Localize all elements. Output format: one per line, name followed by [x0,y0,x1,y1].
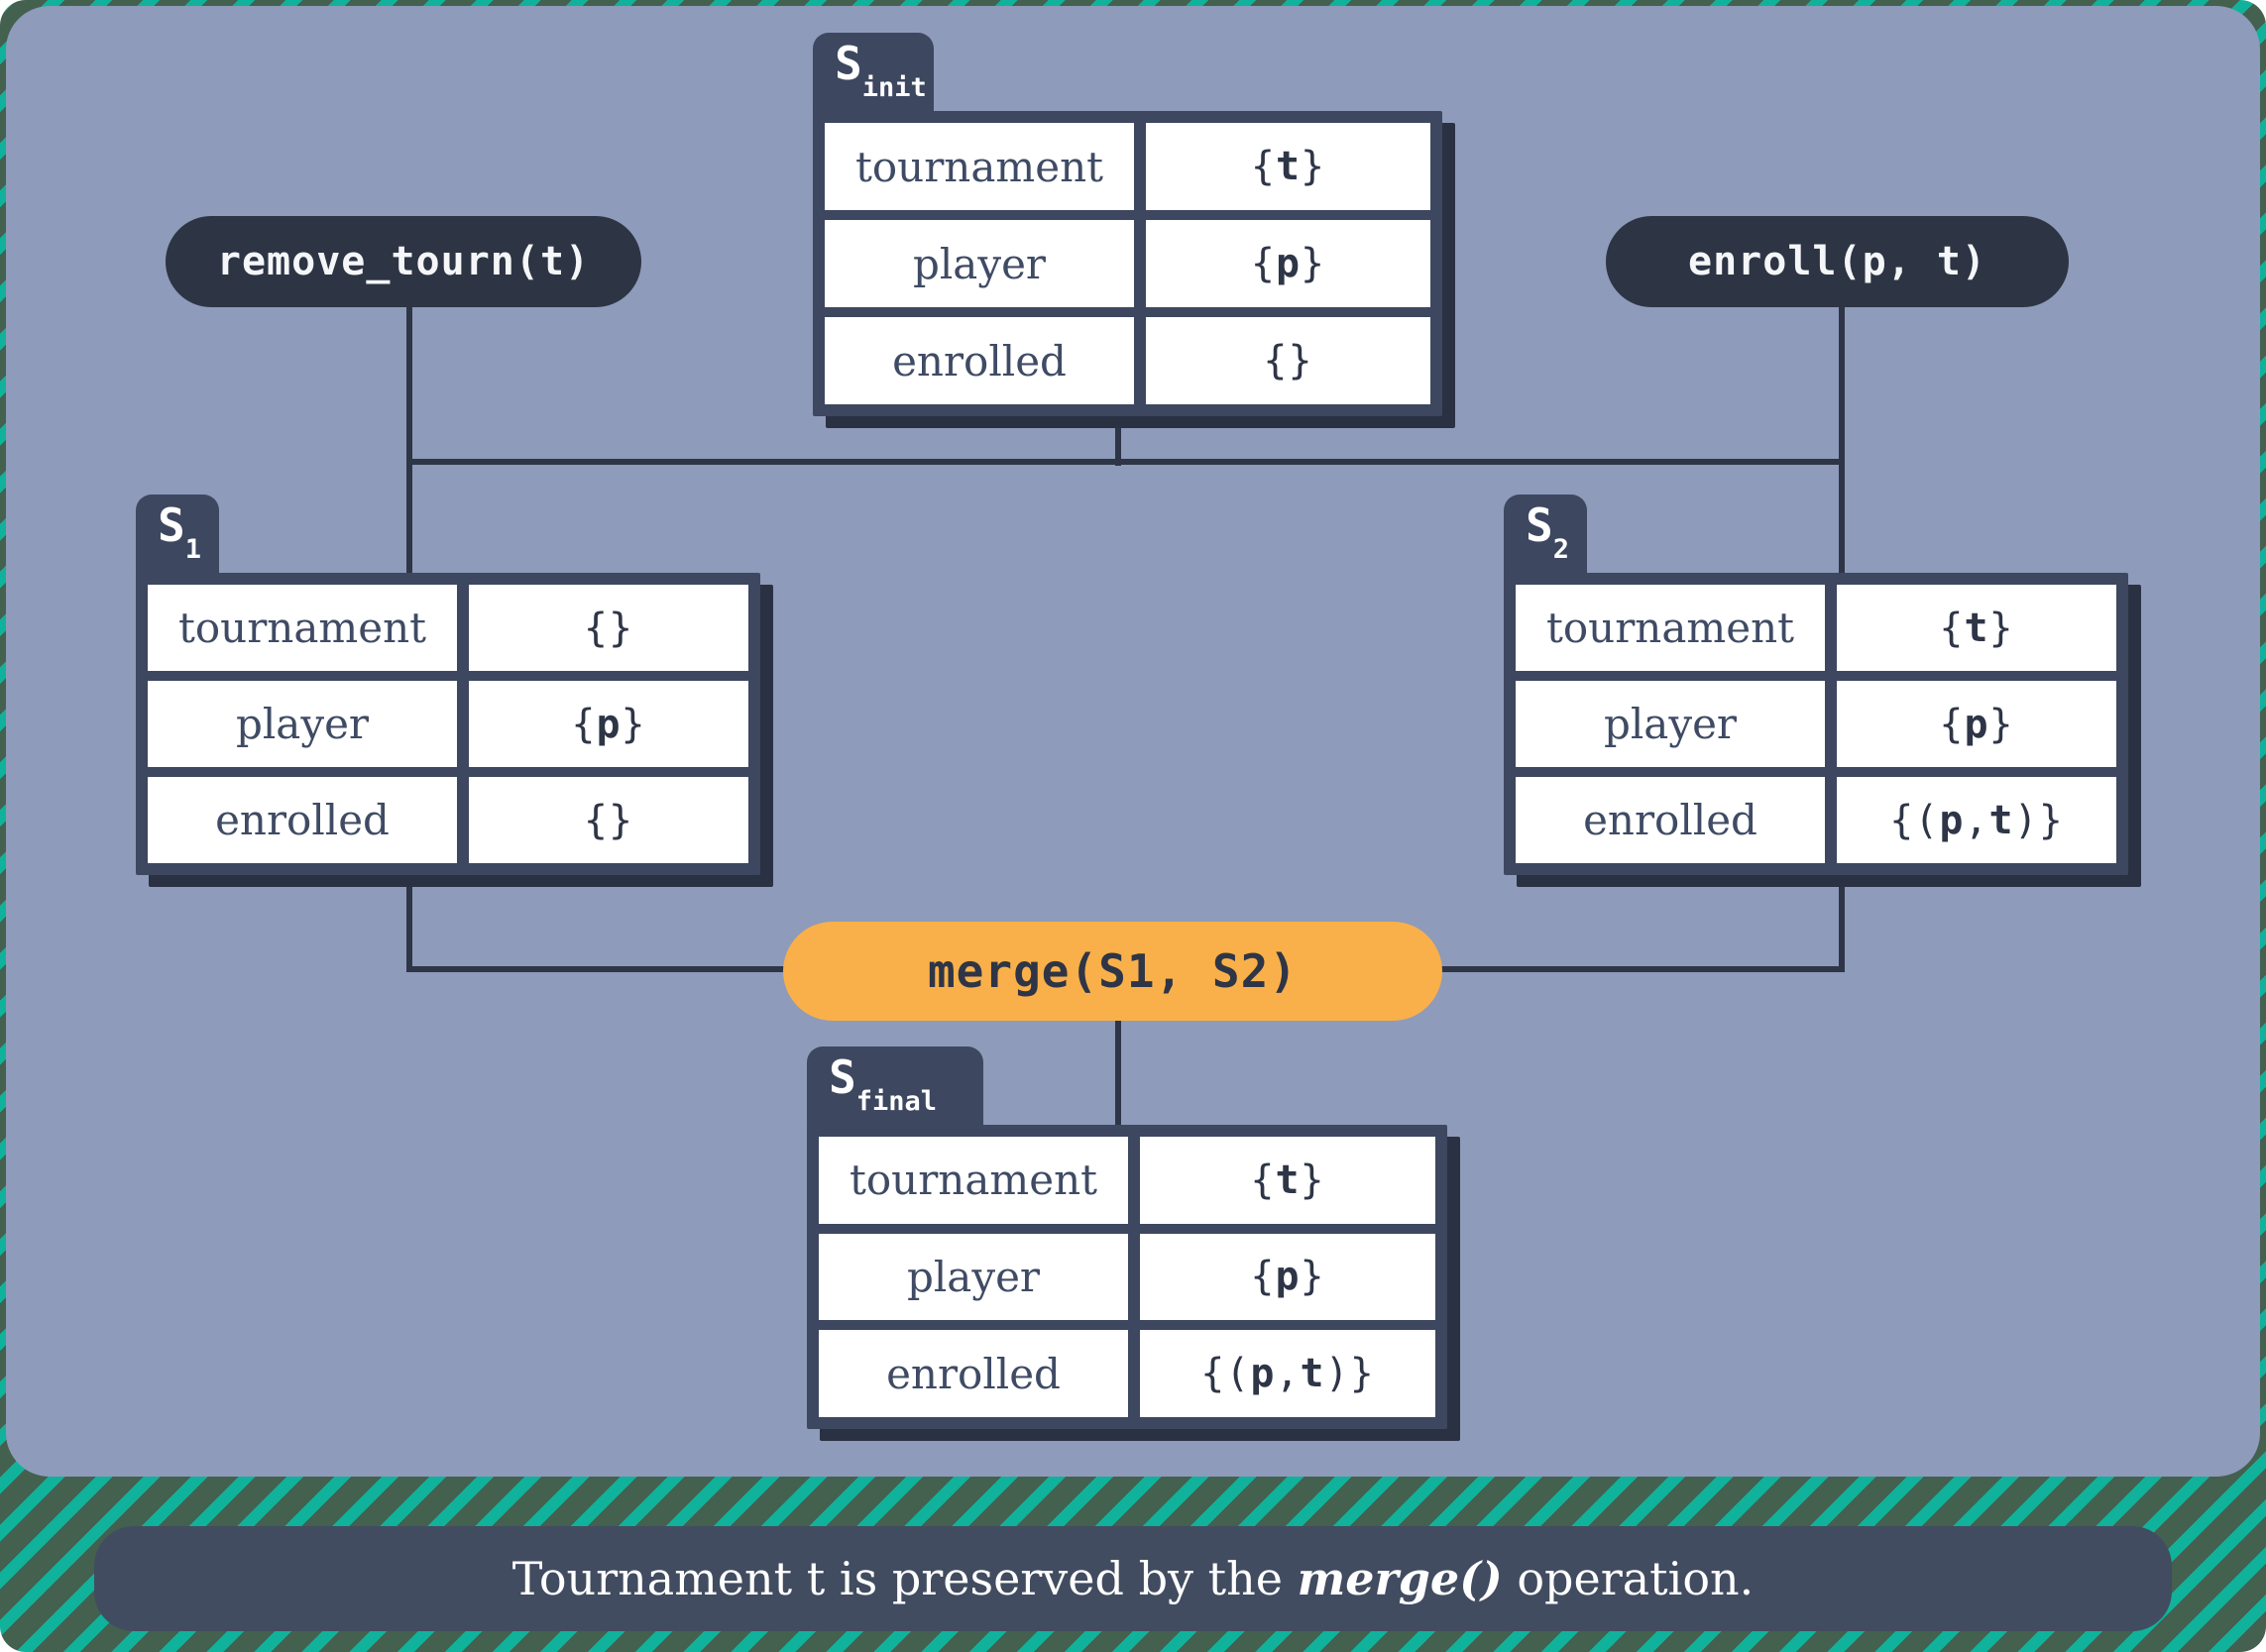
row-label: player [148,681,457,767]
op-pill-remove-tourn: remove_tourn(t) [166,216,641,307]
row-value: {p} [1146,220,1430,307]
tab-name: S [1526,498,1553,552]
connector-s2-down [1839,870,1845,972]
table-row: player {p} [1516,681,2116,767]
row-label: enrolled [148,777,457,863]
table-frame: tournament {} player {p} enrolled {} [136,573,760,875]
op-pill-merge: merge(S1, S2) [783,922,1442,1021]
tab-subscript: 2 [1552,534,1569,565]
row-value: {p} [469,681,748,767]
connector-merge-to-sfinal [1115,1016,1121,1130]
table-frame: tournament {t} player {p} enrolled {} [813,111,1442,416]
row-value: {p} [1140,1233,1435,1321]
table-row: tournament {t} [1516,585,2116,671]
connector-fork-horizontal [406,459,1845,465]
table-row: enrolled {} [148,777,748,863]
caption-text-post: operation. [1502,1552,1755,1605]
row-value: {t} [1146,123,1430,210]
tab-subscript: 1 [184,534,201,565]
row-value: {} [1146,317,1430,404]
row-label: tournament [825,123,1134,210]
row-label: player [825,220,1134,307]
caption-bar: Tournament t is preserved by the merge()… [94,1526,2172,1631]
table-row: player {p} [148,681,748,767]
row-label: tournament [1516,585,1825,671]
table-row: player {p} [825,220,1430,307]
tab-name: S [829,1050,856,1104]
row-value: {} [469,777,748,863]
row-value: {p} [1837,681,2116,767]
connector-s2-to-merge [1417,966,1845,972]
row-label: player [1516,681,1825,767]
table-row: enrolled {(p, t)} [1516,777,2116,863]
op-pill-merge-label: merge(S1, S2) [927,944,1299,998]
tab-name: S [158,498,185,552]
caption-text-pre: Tournament t is preserved by the [511,1552,1298,1605]
table-row: tournament {t} [825,123,1430,210]
row-label: enrolled [825,317,1134,404]
tab-subscript: init [861,72,927,103]
connector-sinit-down [1115,414,1121,466]
connector-remove-to-s1 [406,302,412,575]
row-label: enrolled [1516,777,1825,863]
table-frame: tournament {t} player {p} enrolled {(p, … [1504,573,2128,875]
row-label: tournament [819,1137,1128,1224]
connector-s1-down [406,870,412,972]
row-label: enrolled [819,1330,1128,1417]
row-value: {(p, t)} [1837,777,2116,863]
connector-s1-to-merge [406,966,833,972]
row-value: {} [469,585,748,671]
table-row: player {p} [819,1233,1435,1321]
row-value: {t} [1140,1137,1435,1224]
table-row: enrolled {} [825,317,1430,404]
table-row: enrolled {(p, t)} [819,1330,1435,1417]
tab-subscript: final [855,1086,937,1117]
row-label: player [819,1233,1128,1321]
table-row: tournament {} [148,585,748,671]
op-pill-enroll-label: enroll(p, t) [1688,239,1986,284]
table-row: tournament {t} [819,1137,1435,1224]
table-frame: tournament {t} player {p} enrolled {(p, … [807,1125,1447,1429]
row-value: {t} [1837,585,2116,671]
caption-text-highlight: merge() [1297,1552,1503,1605]
op-pill-remove-tourn-label: remove_tourn(t) [216,239,591,284]
row-label: tournament [148,585,457,671]
op-pill-enroll: enroll(p, t) [1606,216,2069,307]
tab-name: S [835,37,862,90]
row-value: {(p, t)} [1140,1330,1435,1417]
connector-enroll-to-s2 [1839,302,1845,577]
